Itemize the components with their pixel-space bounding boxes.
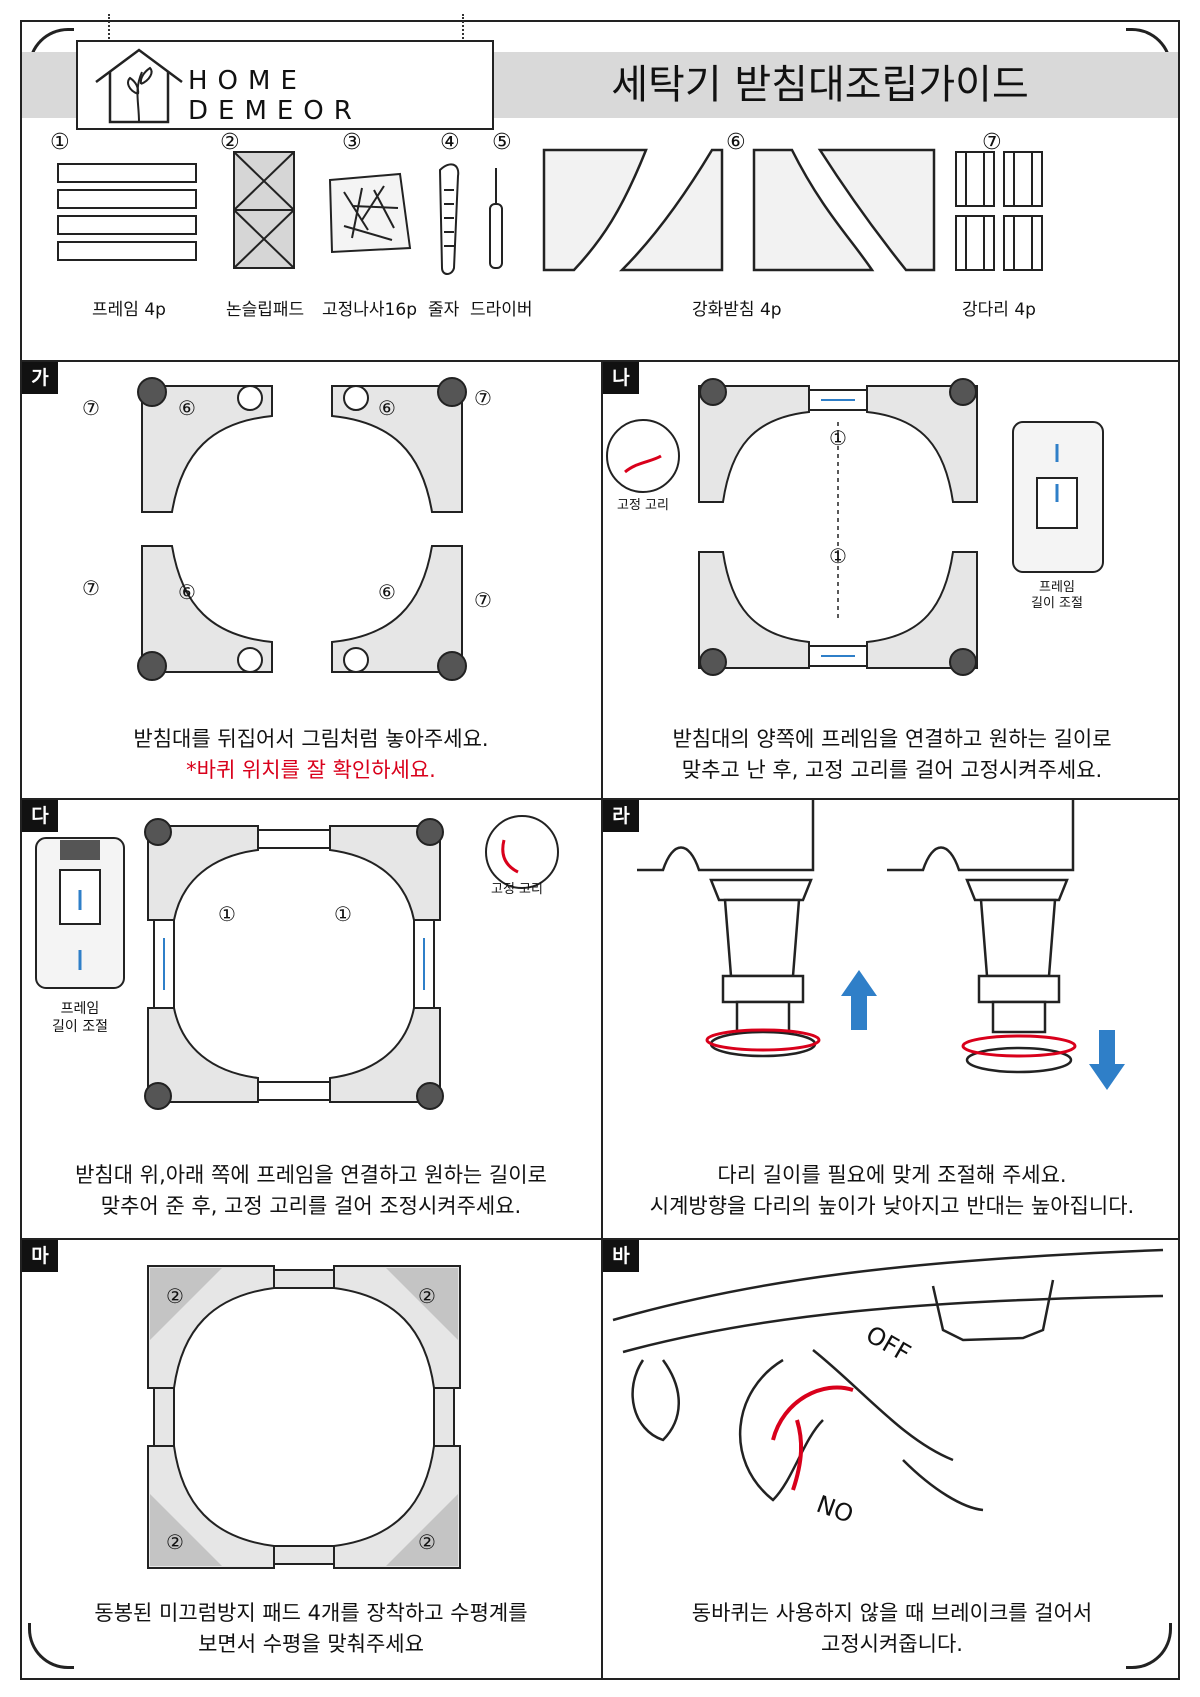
callout-pad: ②	[418, 1530, 436, 1554]
step-panel-da: 다 ① ① 고정 고리 프레임 길이 조절 받침대 위,아래 쪽에 프레임을 연…	[22, 800, 600, 1238]
callout-frame: ①	[218, 902, 236, 926]
step-ba-illustration	[612, 1248, 1164, 1512]
step-ma-illustration	[147, 1265, 461, 1569]
grid-divider	[601, 360, 603, 1680]
grid-divider	[20, 798, 1180, 800]
brand-name: HOME DEMEOR	[188, 66, 362, 126]
parts-list: ① ② ③ ④ ⑤ ⑥ ⑦	[22, 130, 1178, 360]
adjust-label: 프레임	[60, 1001, 100, 1017]
step-badge: 가	[22, 362, 58, 394]
adjust-label: 프레임	[1039, 580, 1075, 595]
part-label: 프레임 4p	[92, 300, 166, 320]
step-badge: 마	[22, 1240, 58, 1272]
step-panel-ba: 바 OFF ON 동바퀴는 사용하지 않을 때 브레이크를 걸어서 고정시켜줍니…	[603, 1240, 1181, 1680]
caption-line: 맞추어 준 후, 고정 고리를 걸어 조정시켜주세요.	[100, 1194, 522, 1218]
caption-warning: *바퀴 위치를 잘 확인하세요.	[186, 758, 436, 782]
caption-line: 시계방향을 다리의 높이가 낮아지고 반대는 높아집니다.	[649, 1194, 1135, 1218]
screws-bag-icon	[328, 172, 412, 254]
part-number: ⑦	[982, 130, 1002, 155]
caption-line: 받침대를 뒤집어서 그림처럼 놓아주세요.	[133, 727, 489, 751]
page-title: 세탁기 받침대조립가이드	[611, 62, 1029, 108]
step-panel-na: 나 ① ① 고정 고리 프레임 길이 조절 받침대의 양쪽에 프레임을 연결하고…	[603, 362, 1181, 798]
hanging-chain	[462, 14, 470, 42]
part-number: ③	[342, 130, 362, 155]
part-number: ②	[220, 130, 240, 155]
hook-label: 고정 고리	[491, 882, 543, 897]
caption-line: 동봉된 미끄럼방지 패드 4개를 장착하고 수평계를	[94, 1601, 528, 1625]
step-ga-illustration	[137, 377, 467, 681]
step-badge: 바	[603, 1240, 639, 1272]
screwdriver-icon	[489, 168, 503, 269]
callout-plate: ⑥	[378, 580, 396, 604]
adjust-label: 길이 조절	[1031, 596, 1083, 611]
step-caption: 동바퀴는 사용하지 않을 때 브레이크를 걸어서 고정시켜줍니다.	[603, 1598, 1181, 1660]
callout-frame: ①	[334, 902, 352, 926]
adjust-label: 길이 조절	[52, 1019, 108, 1035]
grid-divider	[20, 360, 1180, 362]
step-panel-ra: 라 다리 길이를 필요에 맞게 조절해 주세요. 시계방향을 다리의 높이가 낮…	[603, 800, 1181, 1238]
grid-divider	[20, 1238, 1180, 1240]
hanging-chain	[108, 14, 116, 42]
callout-leg: ⑦	[474, 386, 492, 410]
step-da-illustration	[35, 815, 559, 1110]
callout-frame: ①	[829, 544, 847, 568]
house-icon	[95, 48, 183, 124]
callout-frame: ①	[829, 426, 847, 450]
callout-leg: ⑦	[474, 588, 492, 612]
callout-leg: ⑦	[82, 396, 100, 420]
part-label: 고정나사16p	[322, 300, 417, 320]
callout-leg: ⑦	[82, 576, 100, 600]
part-number: ④	[440, 130, 460, 155]
hook-label: 고정 고리	[617, 498, 669, 513]
adjustable-leg-icon	[955, 151, 1043, 271]
caption-line: 다리 길이를 필요에 맞게 조절해 주세요.	[717, 1163, 1067, 1187]
part-label: 강화받침 4p	[692, 300, 782, 320]
caption-line: 맞추고 난 후, 고정 고리를 걸어 고정시켜주세요.	[681, 758, 1103, 782]
caption-line: 받침대의 양쪽에 프레임을 연결하고 원하는 길이로	[672, 727, 1112, 751]
step-caption: 받침대의 양쪽에 프레임을 연결하고 원하는 길이로 맞추고 난 후, 고정 고…	[603, 724, 1181, 786]
step-ra-illustration	[637, 800, 1125, 1090]
tape-measure-icon	[438, 163, 460, 275]
step-caption: 받침대 위,아래 쪽에 프레임을 연결하고 원하는 길이로 맞추어 준 후, 고…	[22, 1160, 600, 1222]
callout-pad: ②	[418, 1284, 436, 1308]
part-number: ①	[50, 130, 70, 155]
step-na-illustration	[606, 378, 1104, 676]
part-label: 논슬립패드	[226, 300, 305, 320]
step-badge: 다	[22, 800, 58, 832]
brand-logo: HOME DEMEOR	[76, 40, 494, 130]
parts-illustration	[57, 148, 1043, 275]
callout-pad: ②	[166, 1284, 184, 1308]
part-label: 강다리 4p	[962, 300, 1036, 320]
step-badge: 나	[603, 362, 639, 394]
step-panel-ga: 가 ⑦ ⑥ ⑥ ⑦ ⑦ ⑥ ⑥ ⑦ 받침대를 뒤집어서 그림처럼 놓아주세요. …	[22, 362, 600, 798]
step-panel-ma: 마 ② ② ② ② 동봉된 미끄럼방지 패드 4개를 장착하고 수평계를 보면서…	[22, 1240, 600, 1680]
callout-plate: ⑥	[178, 396, 196, 420]
caption-line: 고정시켜줍니다.	[821, 1632, 963, 1656]
step-badge: 라	[603, 800, 639, 832]
part-number: ⑤	[492, 130, 512, 155]
part-label: 줄자	[428, 300, 460, 320]
frame-bars-icon	[57, 163, 197, 261]
reinforcement-plate-icon	[542, 148, 936, 272]
part-label: 드라이버	[470, 300, 533, 320]
step-caption: 받침대를 뒤집어서 그림처럼 놓아주세요. *바퀴 위치를 잘 확인하세요.	[22, 724, 600, 786]
pad-box-icon	[233, 151, 295, 269]
callout-plate: ⑥	[378, 396, 396, 420]
guide-sheet	[20, 20, 1180, 1680]
callout-plate: ⑥	[178, 580, 196, 604]
part-number: ⑥	[726, 130, 746, 155]
step-caption: 다리 길이를 필요에 맞게 조절해 주세요. 시계방향을 다리의 높이가 낮아지…	[603, 1160, 1181, 1222]
callout-pad: ②	[166, 1530, 184, 1554]
caption-line: 동바퀴는 사용하지 않을 때 브레이크를 걸어서	[691, 1601, 1093, 1625]
step-caption: 동봉된 미끄럼방지 패드 4개를 장착하고 수평계를 보면서 수평을 맞춰주세요	[22, 1598, 600, 1660]
caption-line: 받침대 위,아래 쪽에 프레임을 연결하고 원하는 길이로	[75, 1163, 547, 1187]
caption-line: 보면서 수평을 맞춰주세요	[198, 1632, 424, 1656]
